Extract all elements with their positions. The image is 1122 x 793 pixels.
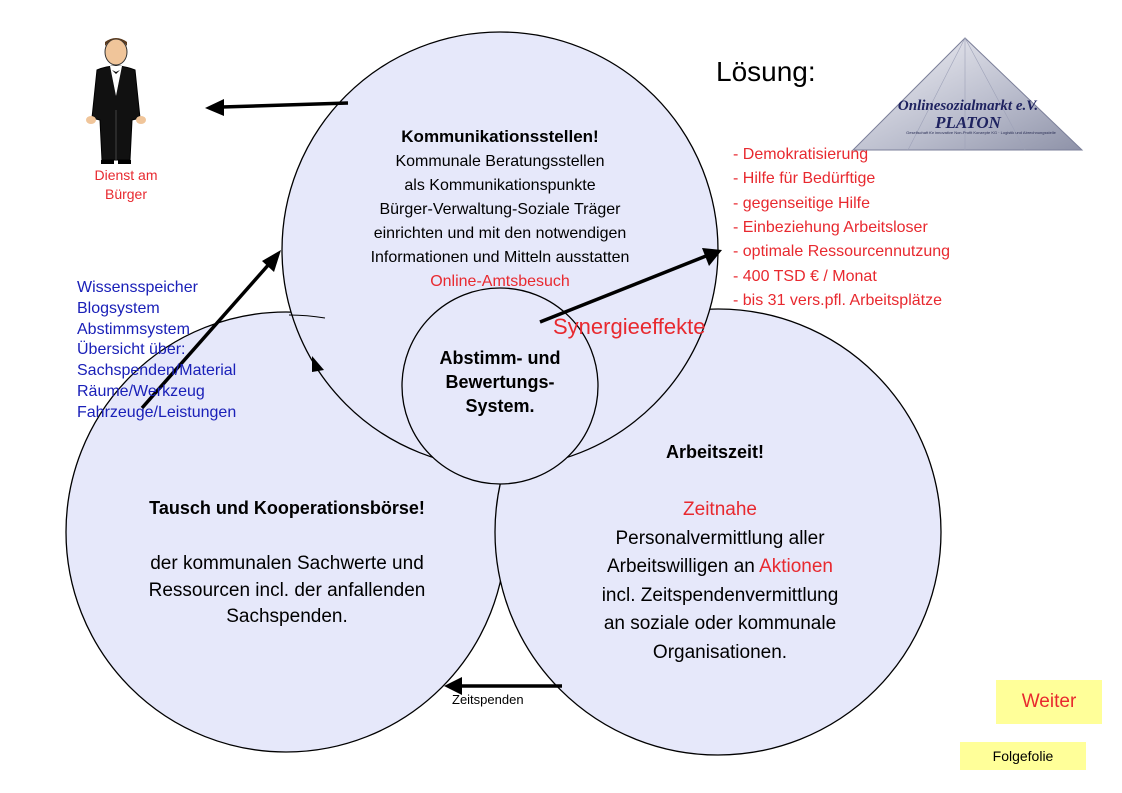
knowledge-item: Räume/Werkzeug <box>77 382 205 400</box>
arrows <box>140 99 722 695</box>
citizen-caption-line-2: Bürger <box>104 185 148 202</box>
worktime-line-4: an soziale oder kommunale <box>603 613 837 634</box>
exchange-text: der kommunalen Sachwerte und Ressourcen … <box>92 551 482 631</box>
knowledge-item: Fahrzeuge/Leistungen <box>77 403 237 421</box>
worktime-prompt: Zeitnahe <box>683 499 757 520</box>
knowledge-item: Abstimmsystem <box>77 320 190 338</box>
next-button[interactable]: Weiter <box>996 680 1102 724</box>
arrow-to-citizen <box>221 101 349 109</box>
logo-pyramid <box>851 37 1084 151</box>
benefits-list: - Demokratisierung - Hilfe für Bedürftig… <box>733 143 1033 313</box>
voting-line-1: Abstimm- und <box>439 348 561 368</box>
knowledge-list: Wissensspeicher Blogsystem Abstimmsystem… <box>77 278 317 424</box>
voting-line-3: System. <box>465 395 535 416</box>
voting-system-text: Abstimm- und Bewertungs- System. <box>404 347 596 419</box>
actions-text: Aktionen <box>759 556 834 577</box>
voting-line-2: Bewertungs- <box>445 371 555 392</box>
logo-title: Onlinesozialmarkt e.V. <box>897 98 1039 114</box>
time-donation-label: Zeitspenden <box>452 692 524 707</box>
benefit-item: - 400 TSD € / Monat <box>733 267 877 285</box>
benefit-item: - gegenseitige Hilfe <box>733 194 870 212</box>
benefit-item: - Hilfe für Bedürftige <box>733 170 876 188</box>
citizen-service-caption: Dienst am Bürger <box>66 166 186 204</box>
online-visit-text: Online-Amtsbesuch <box>430 272 570 290</box>
logo-tagline: Gesellschaft für innovative Non-Profit K… <box>906 130 1056 135</box>
worktime-line-3: incl. Zeitspendenvermittlung <box>601 584 839 606</box>
communication-line-4: einrichten und mit den notwendigen <box>373 224 627 242</box>
logo-platon: PLATON <box>935 113 1001 132</box>
small-arrowhead <box>312 356 324 372</box>
knowledge-item: Übersicht über: <box>77 341 186 359</box>
solution-heading: Lösung: <box>716 56 816 87</box>
benefit-item: - bis 31 vers.pfl. Arbeitsplätze <box>733 291 942 309</box>
communication-text: Kommunikationsstellen! Kommunale Beratun… <box>302 124 698 294</box>
worktime-line-5: Organisationen. <box>652 641 788 663</box>
arrow-to-communication <box>140 261 272 410</box>
citizen-caption-line-1: Dienst am <box>94 167 158 183</box>
benefit-item: - Demokratisierung <box>733 146 869 163</box>
benefit-item: - Einbeziehung Arbeitsloser <box>733 218 928 236</box>
worktime-line-2: Arbeitswilligen an Aktionen <box>530 553 910 582</box>
knowledge-item: Sachspenden/Material <box>77 362 237 380</box>
exchange-title: Tausch und Kooperationsbörse! <box>149 498 425 518</box>
exchange-line-3: Sachspenden. <box>226 606 348 628</box>
exchange-line-2: Ressourcen incl. der anfallenden <box>148 579 426 601</box>
communication-title: Kommunikationsstellen! <box>401 127 599 146</box>
next-slide-button[interactable]: Folgefolie <box>960 742 1086 770</box>
knowledge-item: Wissensspeicher <box>77 279 198 296</box>
worktime-line-2-text: Arbeitswilligen an <box>606 556 760 577</box>
arrow-to-benefits <box>539 254 707 324</box>
businessman-icon <box>86 38 146 164</box>
synergy-label: Synergieeffekte <box>553 314 706 339</box>
venn-diagram <box>65 31 942 756</box>
communication-line-5: Informationen und Mitteln ausstatten <box>370 248 630 266</box>
worktime-text: Zeitnahe Personalvermittlung aller Arbei… <box>530 496 910 667</box>
knowledge-item: Blogsystem <box>77 299 160 317</box>
communication-line-2: als Kommunikationspunkte <box>404 176 596 194</box>
circle-abstimm <box>401 287 599 485</box>
communication-line-3: Bürger-Verwaltung-Soziale Träger <box>379 200 621 218</box>
worktime-title: Arbeitszeit! <box>665 442 764 462</box>
communication-line-1: Kommunale Beratungsstellen <box>395 152 605 170</box>
benefit-item: - optimale Ressourcennutzung <box>733 243 951 261</box>
exchange-line-1: der kommunalen Sachwerte und <box>150 553 424 574</box>
worktime-line-1: Personalvermittlung aller <box>615 527 825 549</box>
